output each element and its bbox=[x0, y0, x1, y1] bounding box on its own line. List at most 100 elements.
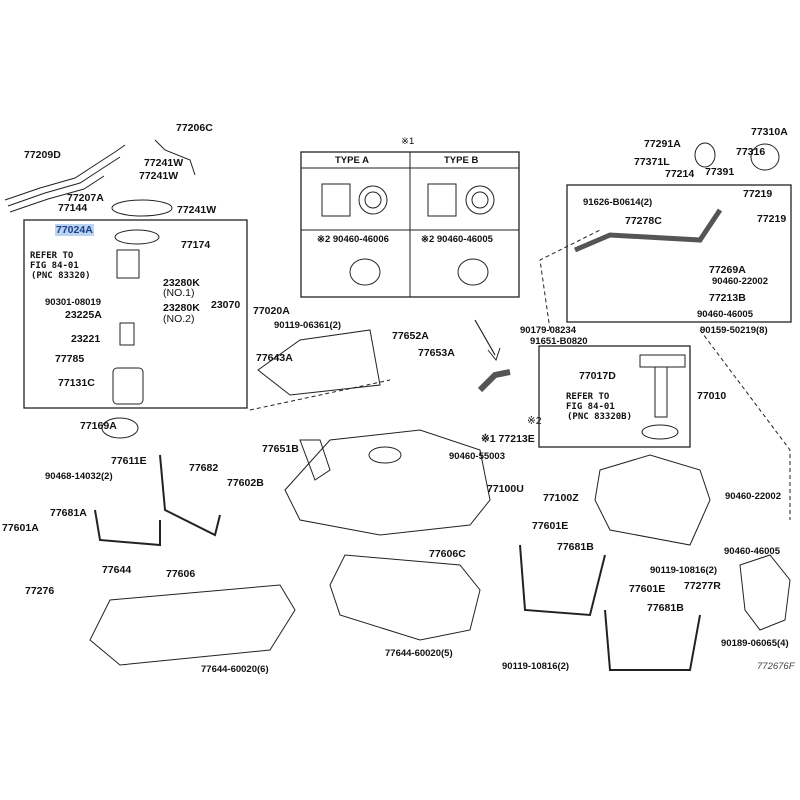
part-label[interactable]: 90460-46005 bbox=[697, 309, 753, 320]
fuel-cap-icon bbox=[750, 143, 780, 171]
part-label[interactable]: 77291A bbox=[644, 138, 681, 150]
part-label[interactable]: 77643A bbox=[256, 352, 293, 364]
part-label[interactable]: 23221 bbox=[71, 333, 101, 345]
retainer-ring-icon bbox=[111, 199, 173, 217]
part-label[interactable]: 90119-06361(2) bbox=[274, 320, 342, 331]
part-label[interactable]: 77206C bbox=[176, 122, 213, 134]
pump-body-icon bbox=[116, 249, 140, 279]
refer-note[interactable]: FIG 84-01 bbox=[566, 402, 615, 412]
heat-insulator-icon bbox=[257, 329, 381, 396]
part-label[interactable]: 77653A bbox=[418, 347, 455, 359]
filter-cup-icon bbox=[112, 367, 144, 405]
part-label[interactable]: 90119-10816(2) bbox=[502, 661, 570, 672]
part-label-selected[interactable]: 77024A bbox=[55, 224, 94, 236]
part-label[interactable]: 77681B bbox=[647, 602, 684, 614]
part-label[interactable]: 77100Z bbox=[543, 492, 579, 504]
diagram-code: 772676F bbox=[757, 661, 795, 672]
part-label[interactable]: 77174 bbox=[181, 239, 211, 251]
part-label[interactable]: 77241W bbox=[177, 204, 217, 216]
part-label[interactable]: 77100U bbox=[487, 483, 524, 495]
part-label[interactable]: 77144 bbox=[58, 202, 88, 214]
part-label[interactable]: 77371L bbox=[634, 156, 670, 168]
fuel-tank-z-icon bbox=[594, 454, 711, 546]
part-label[interactable]: 90468-14032(2) bbox=[45, 471, 113, 482]
fuel-pump-icon bbox=[119, 322, 135, 346]
part-label[interactable]: 90179-08234 bbox=[520, 325, 576, 336]
part-label[interactable]: 77017D bbox=[579, 370, 616, 382]
part-label[interactable]: 91626-B0614(2) bbox=[583, 197, 653, 208]
pump-flange-icon bbox=[114, 229, 160, 245]
refer-note[interactable]: FIG 84-01 bbox=[30, 261, 79, 271]
skid-plate-icon bbox=[89, 584, 296, 666]
part-label[interactable]: 77644-60020(5) bbox=[385, 648, 453, 659]
part-label[interactable]: 77651B bbox=[262, 443, 299, 455]
part-label[interactable]: 77219 bbox=[743, 188, 773, 200]
part-label[interactable]: 90301-08019 bbox=[45, 297, 101, 308]
gasket-icon bbox=[101, 417, 139, 439]
part-label-note: (NO.1) bbox=[163, 287, 195, 299]
part-label[interactable]: 91651-B0820 bbox=[530, 336, 588, 347]
part-label[interactable]: 23280K bbox=[163, 302, 200, 314]
part-label[interactable]: 23280K bbox=[163, 277, 200, 289]
part-label[interactable]: 77644 bbox=[102, 564, 132, 576]
part-label[interactable]: 90159-50219(8) bbox=[700, 325, 768, 336]
part-label[interactable]: 90460-55003 bbox=[449, 451, 505, 462]
connector-type-a-icon bbox=[321, 183, 388, 217]
protector-r-icon bbox=[739, 554, 791, 631]
part-label[interactable]: 77682 bbox=[189, 462, 219, 474]
part-label[interactable]: 77601E bbox=[629, 583, 666, 595]
part-label[interactable]: 23225A bbox=[65, 309, 102, 321]
part-label[interactable]: 77219 bbox=[757, 213, 787, 225]
part-label[interactable]: 23070 bbox=[211, 299, 241, 311]
fuel-tube-icon bbox=[4, 139, 196, 213]
part-label[interactable]: 77213B bbox=[709, 292, 746, 304]
part-label[interactable]: 77310A bbox=[751, 126, 788, 138]
part-label[interactable]: 77278C bbox=[625, 215, 662, 227]
connector-type-b-icon bbox=[427, 183, 495, 217]
part-label[interactable]: 77277R bbox=[684, 580, 721, 592]
part-label[interactable]: 77652A bbox=[392, 330, 429, 342]
part-label[interactable]: 90460-22002 bbox=[712, 276, 768, 287]
clamp-b-icon bbox=[457, 258, 489, 286]
part-label[interactable]: 77241W bbox=[139, 170, 179, 182]
part-label[interactable]: 90119-10816(2) bbox=[650, 565, 718, 576]
part-label[interactable]: 77602B bbox=[227, 477, 264, 489]
part-label[interactable]: 77601A bbox=[2, 522, 39, 534]
fuel-tank-icon bbox=[284, 429, 491, 536]
part-label[interactable]: 77207A bbox=[67, 192, 104, 204]
part-label[interactable]: 77269A bbox=[709, 264, 746, 276]
part-label[interactable]: 77681B bbox=[557, 541, 594, 553]
part-label[interactable]: 77131C bbox=[58, 377, 95, 389]
part-label[interactable]: 77214 bbox=[665, 168, 695, 180]
part-label[interactable]: 77241W bbox=[144, 157, 184, 169]
part-label[interactable]: 77010 bbox=[697, 390, 727, 402]
part-label[interactable]: 77611E bbox=[111, 455, 147, 467]
part-label[interactable]: 77020A bbox=[253, 305, 290, 317]
inset-clamp-a-label[interactable]: ※2 90460-46006 bbox=[317, 234, 389, 245]
filler-pipe-group-box bbox=[566, 184, 792, 323]
part-label[interactable]: 77644-60020(6) bbox=[201, 664, 269, 675]
refer-note: (PNC 83320B) bbox=[567, 412, 633, 422]
part-label[interactable]: 90460-46005 bbox=[724, 546, 780, 557]
part-label[interactable]: 77276 bbox=[25, 585, 55, 597]
part-label[interactable]: 90460-22002 bbox=[725, 491, 781, 502]
part-label[interactable]: 77681A bbox=[50, 507, 87, 519]
part-label[interactable]: 77209D bbox=[24, 149, 61, 161]
part-label[interactable]: 77169A bbox=[80, 420, 117, 432]
inset-clamp-b-label[interactable]: ※2 90460-46005 bbox=[421, 234, 493, 245]
clamp-a-icon bbox=[349, 258, 381, 286]
part-label[interactable]: ※1 77213E bbox=[481, 433, 535, 445]
tank-protector-icon bbox=[329, 554, 481, 641]
part-label[interactable]: 77606C bbox=[429, 548, 466, 560]
part-label[interactable]: 90189-06065(4) bbox=[721, 638, 789, 649]
fuel-pump-group-box bbox=[23, 219, 248, 409]
inset-type-b-heading: TYPE B bbox=[444, 155, 479, 166]
part-label[interactable]: 77606 bbox=[166, 568, 196, 580]
part-label[interactable]: 77601E bbox=[532, 520, 569, 532]
part-label[interactable]: 77785 bbox=[55, 353, 85, 365]
part-label[interactable]: 77316 bbox=[736, 146, 766, 158]
part-label[interactable]: 77391 bbox=[705, 166, 735, 178]
filler-pipe-icon bbox=[574, 208, 723, 253]
